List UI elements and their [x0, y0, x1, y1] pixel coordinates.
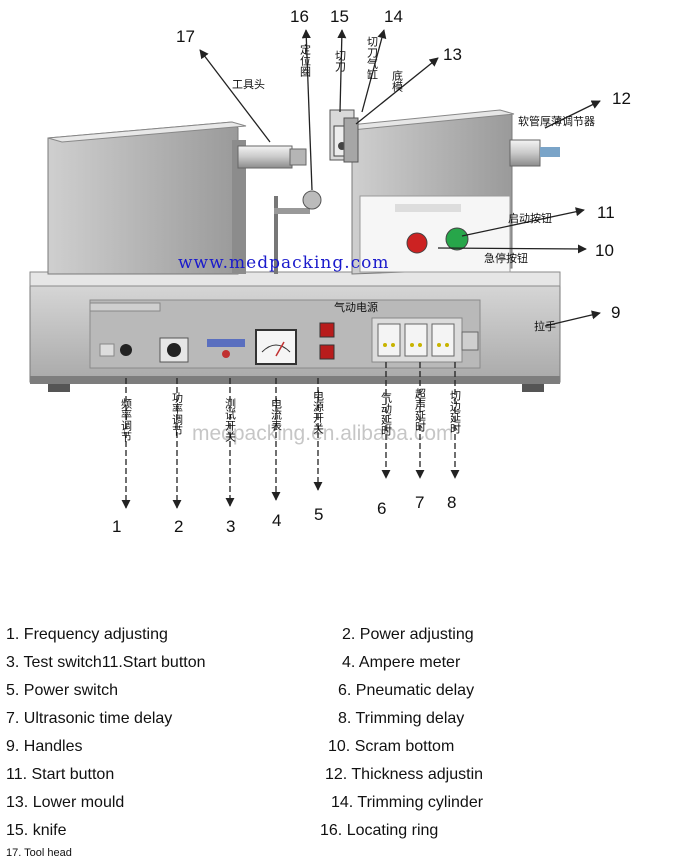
cn-label-handle: 拉手: [534, 319, 556, 333]
tool-head-icon: [238, 146, 292, 168]
cn-label-pneumatic-delay: 气动延时: [380, 391, 393, 436]
trimming-delay-timer-icon: [432, 324, 454, 356]
power-switch-icon: [320, 345, 334, 359]
handle-icon: [462, 332, 478, 350]
legend-item: 4. Ampere meter: [342, 654, 460, 672]
cn-label-power-switch: 电源开关: [312, 390, 325, 435]
callout-6: 6: [377, 499, 386, 518]
cn-label-power-adjust: 功率调节: [171, 392, 184, 436]
machine-photo: [30, 110, 560, 392]
locating-ring-icon: [303, 191, 321, 209]
emergency-stop-icon: [407, 233, 427, 253]
legend-item: 13. Lower mould: [6, 794, 124, 812]
legend-item: 6. Pneumatic delay: [338, 682, 474, 700]
cn-label-frequency: 频率调节: [120, 397, 133, 442]
pneumatic-power-switch-icon: [320, 323, 334, 337]
legend-item: 16. Locating ring: [320, 822, 438, 840]
cn-label-trimming-delay: 切边延时: [449, 390, 462, 434]
cn-label-ammeter: 电流表: [270, 398, 283, 432]
callout-8: 8: [447, 493, 456, 512]
cn-label-tool-head: 工具头: [232, 78, 265, 91]
callout-15: 15: [330, 7, 349, 26]
legend-item: 10. Scram bottom: [328, 738, 454, 756]
test-switch-icon: [222, 350, 230, 358]
watermark-top: www.medpacking.com: [178, 253, 390, 273]
pneumatic-delay-timer-icon: [378, 324, 400, 356]
callout-13: 13: [443, 45, 462, 64]
cn-label-test: 测试开关: [224, 398, 237, 443]
callout-2: 2: [174, 517, 183, 536]
callout-11: 11: [597, 203, 615, 222]
legend-item: 12. Thickness adjustin: [325, 766, 483, 784]
legend-item: 14. Trimming cylinder: [331, 794, 483, 812]
callout-3: 3: [226, 517, 235, 536]
start-button-icon: [446, 228, 468, 250]
callout-12: 12: [612, 89, 631, 108]
cn-label-knife: 切刀: [334, 50, 347, 73]
thickness-adjuster-icon: [510, 140, 540, 166]
callout-4: 4: [272, 511, 281, 530]
cn-label-cylinder: 切刀气缸: [366, 36, 379, 80]
callout-5: 5: [314, 505, 323, 524]
legend-item: 8. Trimming delay: [338, 710, 464, 728]
ammeter-icon: [256, 330, 296, 364]
callout-1: 1: [112, 517, 121, 536]
ultrasonic-delay-timer-icon: [405, 324, 427, 356]
legend-item: 17. Tool head: [6, 847, 72, 859]
cn-label-bottom-mould: 底模: [391, 69, 404, 92]
cn-label-start: 启动按钮: [508, 211, 552, 225]
legend-item: 5. Power switch: [6, 682, 118, 700]
callout-16: 16: [290, 7, 309, 26]
legend-item: 15. knife: [6, 822, 66, 840]
legend-item: 7. Ultrasonic time delay: [6, 710, 172, 728]
cn-label-thickness: 软管厚薄调节器: [518, 114, 595, 128]
power-knob-icon: [167, 343, 181, 357]
frequency-knob-icon: [120, 344, 132, 356]
legend-item: 1. Frequency adjusting: [6, 626, 168, 644]
callout-17: 17: [176, 27, 195, 46]
cn-label-ultrasonic-delay: 超声延时: [414, 387, 427, 432]
legend-item: 2. Power adjusting: [342, 626, 474, 644]
legend-item: 3. Test switch11.Start button: [6, 654, 206, 672]
cn-label-emergency: 急停按钮: [484, 251, 528, 265]
callout-9: 9: [611, 303, 620, 322]
machine-diagram: www.medpacking.com medpacking.en.alibaba…: [0, 0, 700, 600]
cn-label-pneumatic-power: 气动电源: [334, 300, 378, 314]
legend-item: 11. Start button: [6, 766, 114, 784]
callout-14: 14: [384, 7, 403, 26]
callout-10: 10: [595, 241, 614, 260]
lower-mould-icon: [344, 118, 358, 162]
cn-label-locating-ring: 定位圈: [299, 43, 312, 78]
legend-item: 9. Handles: [6, 738, 83, 756]
callout-7: 7: [415, 493, 424, 512]
